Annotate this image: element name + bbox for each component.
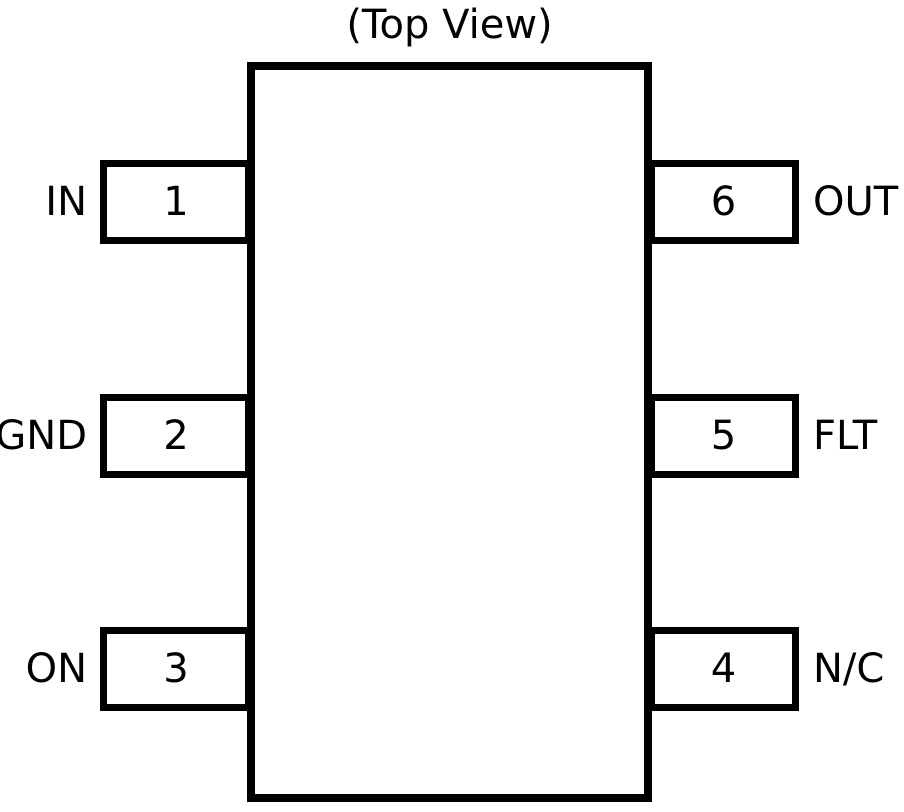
pin-3-number: 3 xyxy=(163,646,189,692)
pin-3-label-on: ON xyxy=(25,646,87,692)
pin-5-number: 5 xyxy=(710,413,737,459)
pin-6-label-out: OUT xyxy=(813,179,899,225)
ic-package-body xyxy=(247,62,652,802)
top-view-title: (Top View) xyxy=(346,2,553,48)
pin-4-number: 4 xyxy=(710,646,737,692)
pin-1-label-in: IN xyxy=(45,179,87,225)
pin-6-number: 6 xyxy=(710,179,737,225)
pin-5-box: 5 xyxy=(648,394,799,478)
pin-6-box: 6 xyxy=(648,160,799,244)
pin-3-box: 3 xyxy=(100,627,252,711)
pin-4-box: 4 xyxy=(648,627,799,711)
pin-1-box: 1 xyxy=(100,160,252,244)
pin-2-number: 2 xyxy=(163,413,189,459)
pin-2-box: 2 xyxy=(100,394,252,478)
pin-1-number: 1 xyxy=(163,179,189,225)
pin-4-label-nc: N/C xyxy=(813,646,885,692)
pin-5-label-flt: FLT xyxy=(813,413,878,459)
pin-2-label-gnd: GND xyxy=(0,413,87,459)
